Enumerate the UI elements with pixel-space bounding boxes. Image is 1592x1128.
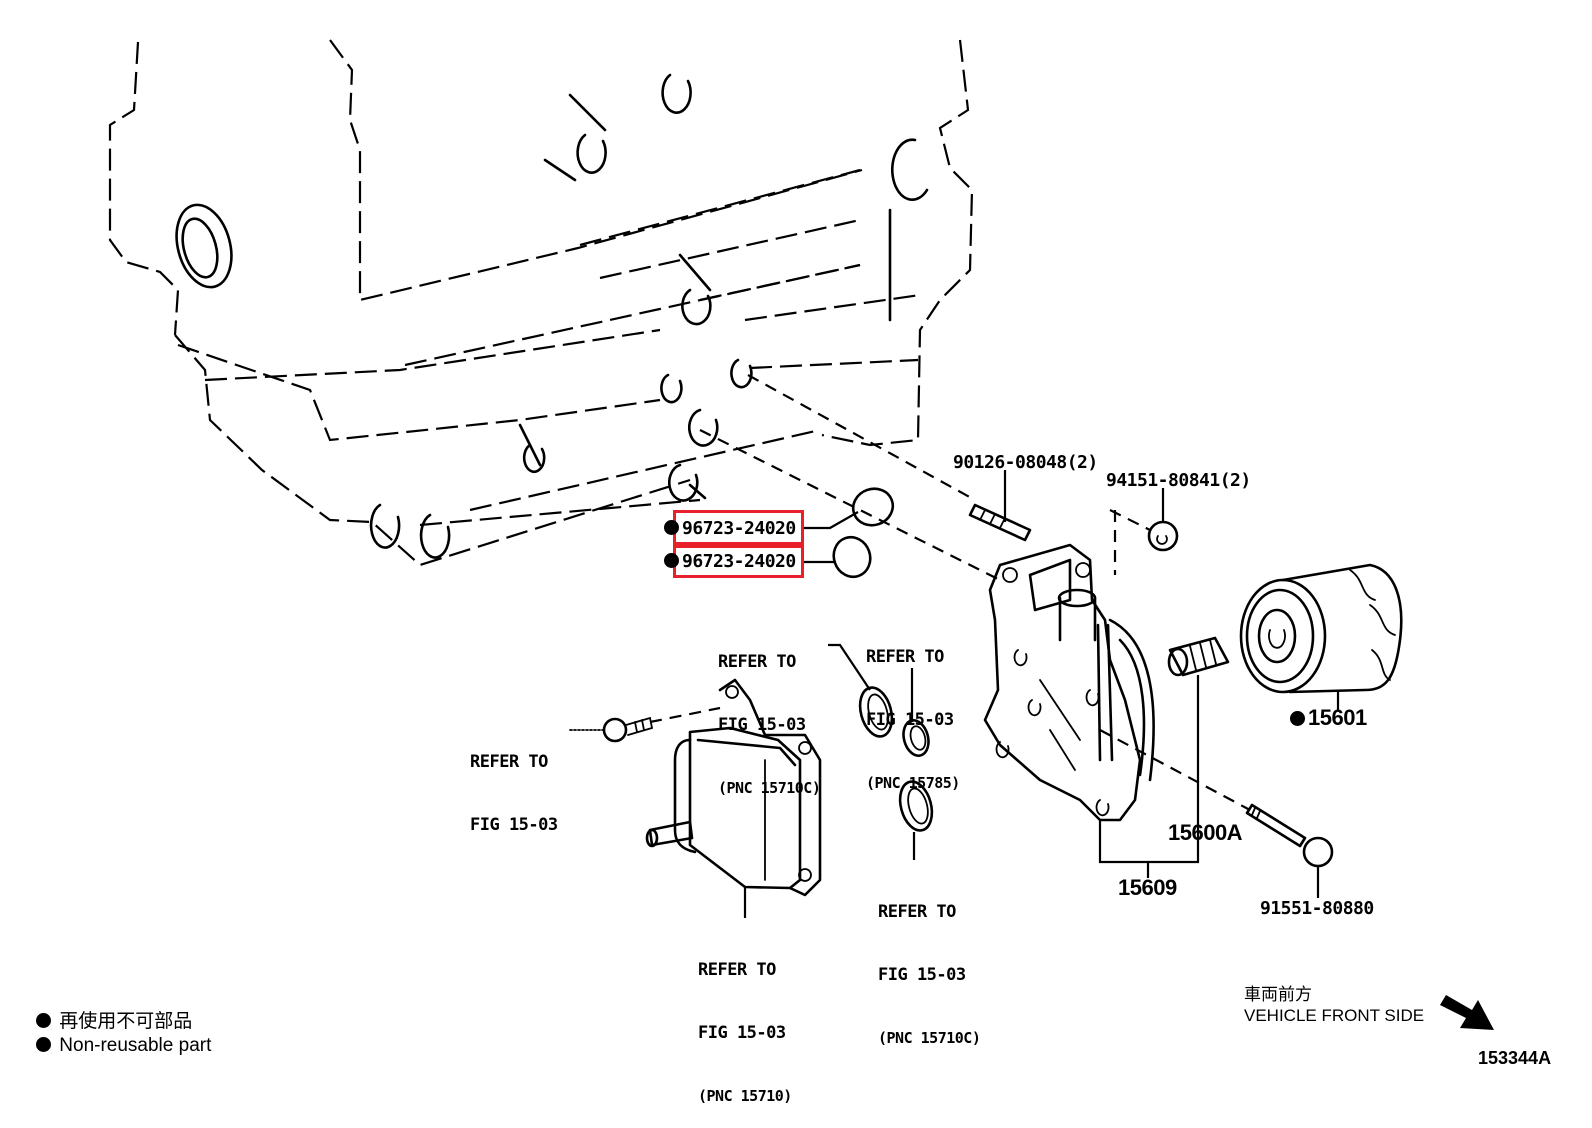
part-label-bolt[interactable]: 91551-80880 bbox=[1260, 898, 1374, 919]
part-label-oil-filter[interactable]: 15601 bbox=[1290, 707, 1367, 729]
reference-seal-left[interactable]: REFER TO FIG 15-03 (PNC 15710C) bbox=[718, 652, 821, 797]
gasket-o-ring-lower[interactable] bbox=[828, 532, 876, 582]
vehicle-front-en: VEHICLE FRONT SIDE bbox=[1244, 1006, 1425, 1025]
centerline bbox=[649, 706, 721, 724]
part-label-stud[interactable]: 90126-08048(2) bbox=[953, 452, 1098, 473]
oil-cooler[interactable] bbox=[645, 678, 822, 897]
part-label-union[interactable]: 15600A bbox=[1168, 820, 1243, 845]
oil-filter-bracket[interactable] bbox=[983, 543, 1155, 822]
part-label-nut[interactable]: 94151-80841(2) bbox=[1106, 470, 1251, 491]
vehicle-front-indicator: 車両前方 VEHICLE FRONT SIDE bbox=[1244, 984, 1424, 1026]
legend-item-en: Non-reusable part bbox=[36, 1034, 211, 1058]
leader-line bbox=[828, 643, 871, 691]
screw[interactable] bbox=[602, 716, 654, 743]
centerline bbox=[699, 429, 1001, 581]
part-label-bracket[interactable]: 15609 bbox=[1118, 875, 1177, 900]
stud-bolt[interactable] bbox=[968, 503, 1032, 542]
reference-seal-right[interactable]: REFER TO FIG 15-03 (PNC 15785) bbox=[866, 647, 960, 792]
non-reusable-dot-icon bbox=[1290, 711, 1305, 726]
legend: 再使用不可部品 Non-reusable part bbox=[36, 1010, 211, 1058]
arrow-down-right-icon bbox=[1440, 995, 1494, 1030]
reference-cooler[interactable]: REFER TO FIG 15-03 (PNC 15710) bbox=[698, 960, 792, 1105]
flange-nut[interactable] bbox=[1147, 520, 1179, 552]
gasket-o-ring-upper[interactable] bbox=[848, 483, 898, 531]
seal-ring-bottom[interactable] bbox=[895, 778, 937, 834]
engine-block-outline bbox=[108, 39, 974, 567]
reference-screw[interactable]: REFER TO FIG 15-03 bbox=[470, 752, 558, 835]
reference-seal-bottom[interactable]: REFER TO FIG 15-03 (PNC 15710C) bbox=[878, 902, 981, 1047]
leader-line bbox=[802, 511, 859, 530]
part-label-gasket-upper[interactable]: 96723-24020 bbox=[664, 518, 796, 539]
part-label-gasket-lower[interactable]: 96723-24020 bbox=[664, 551, 796, 572]
non-reusable-dot-icon bbox=[664, 520, 679, 535]
non-reusable-dot-icon bbox=[664, 553, 679, 568]
figure-number: 153344A bbox=[1478, 1048, 1552, 1068]
non-reusable-dot-icon bbox=[36, 1013, 51, 1028]
vehicle-front-jp: 車両前方 bbox=[1244, 985, 1312, 1004]
union-bolt[interactable] bbox=[1245, 803, 1334, 868]
parts-diagram bbox=[108, 39, 1494, 1030]
oil-filter[interactable] bbox=[1239, 563, 1403, 694]
non-reusable-dot-icon bbox=[36, 1037, 51, 1052]
centerline bbox=[1099, 729, 1251, 811]
union-fitting[interactable] bbox=[1167, 636, 1230, 677]
legend-item-jp: 再使用不可部品 bbox=[36, 1010, 211, 1034]
centerline bbox=[747, 374, 976, 501]
centerline bbox=[1109, 509, 1151, 531]
